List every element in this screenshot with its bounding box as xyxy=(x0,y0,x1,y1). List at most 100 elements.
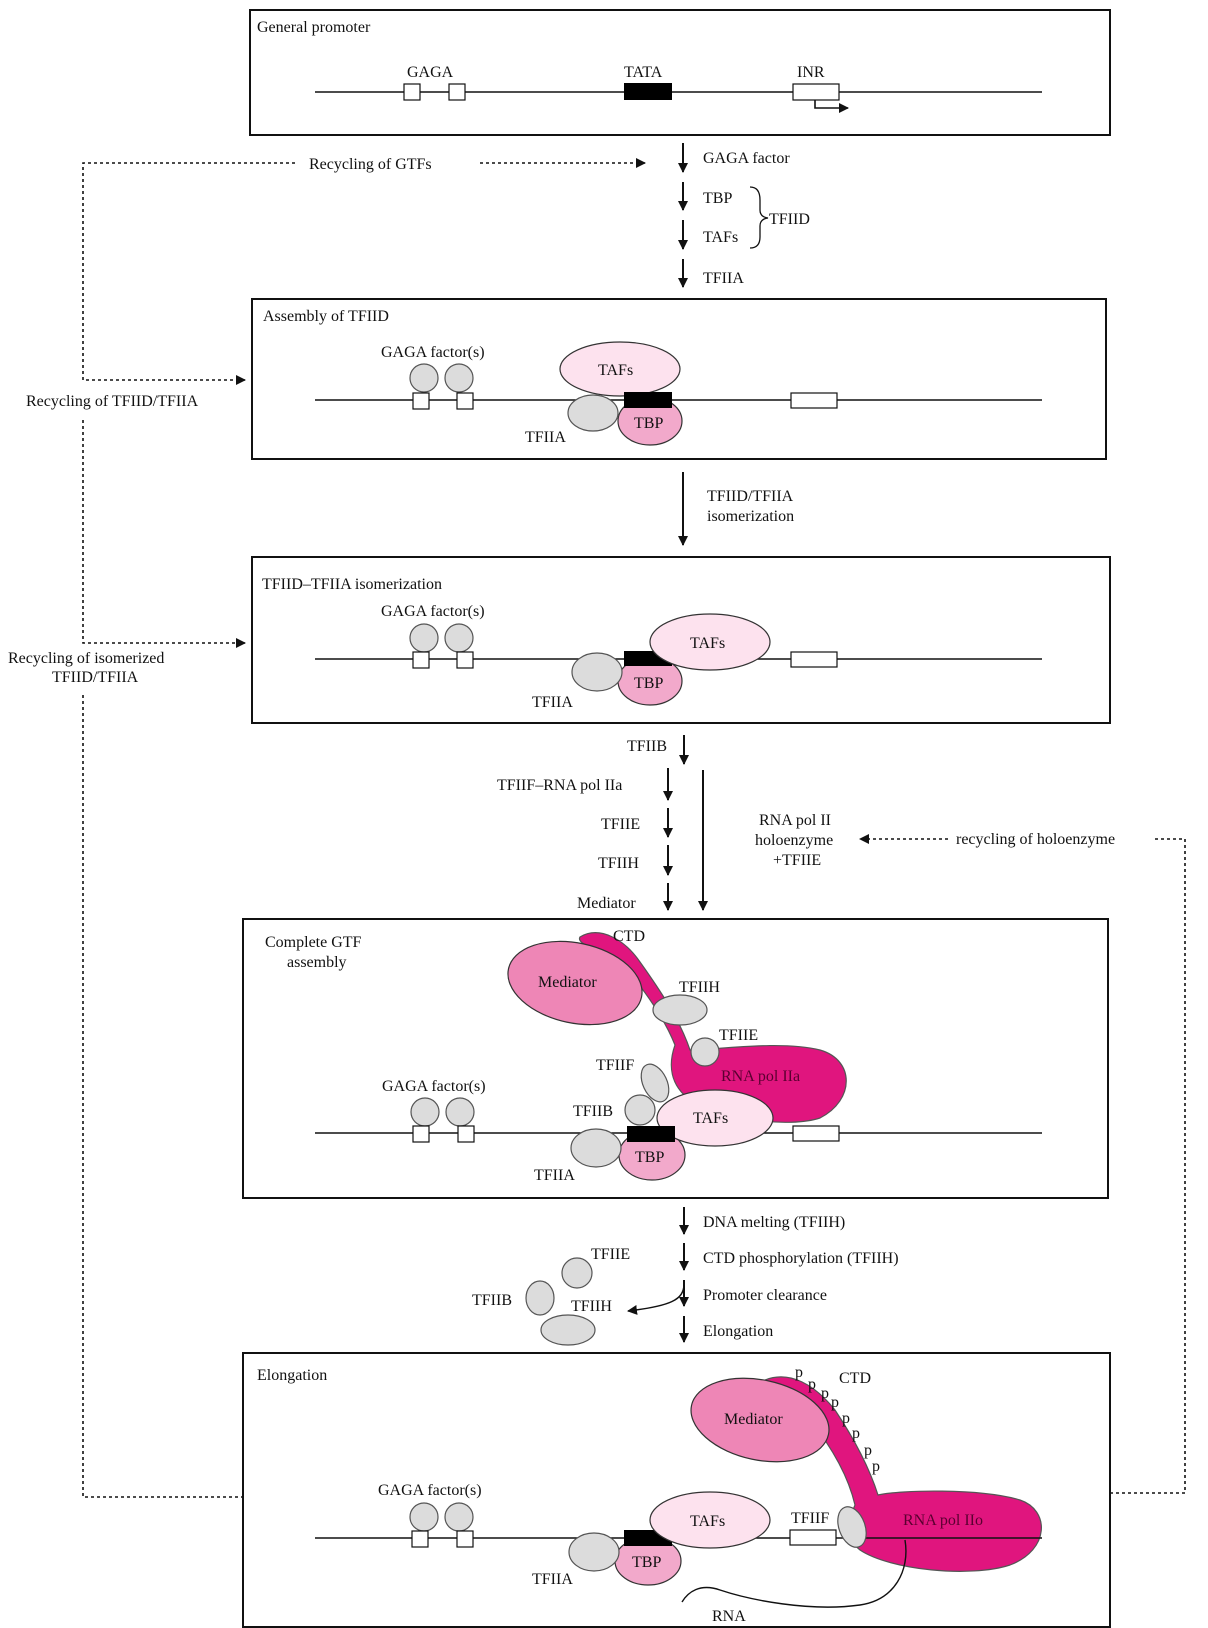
mediator-label: Mediator xyxy=(724,1411,783,1428)
recycling-gtfs-label: Recycling of GTFs xyxy=(309,156,432,173)
recycling-isomerized-label: TFIID/TFIIA xyxy=(52,669,139,686)
recycling-isomerized-label: Recycling of isomerized xyxy=(8,650,164,667)
recycling-gtfs-path xyxy=(82,162,295,385)
tata-label: TATA xyxy=(624,64,663,81)
tfiia-label: TFIIA xyxy=(525,429,566,446)
mediator-label: Mediator xyxy=(538,974,597,991)
step-gtf-assembly: TFIIB TFIIF–RNA pol IIa TFIIE TFIIH Medi… xyxy=(497,735,833,912)
tfiie-protein xyxy=(690,1037,720,1067)
gaga-factors-label: GAGA factor(s) xyxy=(378,1482,482,1499)
step-promoter-clearance: DNA melting (TFIIH) CTD phosphorylation … xyxy=(472,1207,899,1346)
rna-pol-label: RNA pol IIa xyxy=(721,1068,800,1085)
ctd-label: CTD xyxy=(613,928,645,945)
rna-transcript xyxy=(681,1539,907,1608)
gaga-factor xyxy=(444,363,474,393)
tfiia-protein xyxy=(568,1532,620,1572)
phospho-mark: p xyxy=(842,1410,850,1427)
tafs-label: TAFs xyxy=(598,362,633,379)
tafs-label: TAFs xyxy=(690,1513,725,1530)
released-tfiie-label: TFIIE xyxy=(591,1246,630,1263)
step-label-tfiie: TFIIE xyxy=(601,816,640,833)
recycling-holoenzyme-label: recycling of holoenzyme xyxy=(956,831,1115,848)
step-label-ctd-phos: CTD phosphorylation (TFIIH) xyxy=(703,1250,899,1267)
gaga-element xyxy=(456,1530,474,1548)
tata-box xyxy=(624,83,672,100)
gaga-element xyxy=(457,1125,475,1143)
tata-box xyxy=(624,392,672,408)
gaga-factor xyxy=(409,363,439,393)
recycling-paths: Recycling of GTFs Recycling of TFIID/TFI… xyxy=(8,156,1186,1498)
inr-element xyxy=(790,392,838,409)
panel-isomerization: TFIID–TFIIA isomerization GAGA factor(s)… xyxy=(251,556,1111,724)
released-tfiie xyxy=(561,1257,593,1289)
panel-general-promoter: General promoter GAGA TATA INR xyxy=(249,9,1111,136)
step-label: TFIID/TFIIA xyxy=(707,488,794,505)
recycling-holoenzyme-path xyxy=(1110,838,1186,1494)
tbp-label: TBP xyxy=(634,675,663,692)
rna-label: RNA xyxy=(712,1608,746,1625)
gaga-label: GAGA xyxy=(407,64,454,81)
tafs-complex xyxy=(656,1089,774,1147)
tfiia-label: TFIIA xyxy=(532,1571,573,1588)
released-tfiih xyxy=(540,1314,596,1346)
step-label-melting: DNA melting (TFIIH) xyxy=(703,1214,845,1231)
panel-title: Complete GTF xyxy=(265,934,362,951)
tfiih-protein xyxy=(652,994,708,1026)
tfiif-label: TFIIF xyxy=(791,1510,829,1527)
phospho-mark: p xyxy=(831,1394,839,1411)
phospho-mark: p xyxy=(872,1458,880,1475)
recycling-tfiid-path xyxy=(82,420,246,648)
panel-frame xyxy=(251,556,1111,724)
tata-box xyxy=(627,1126,675,1142)
step-label-elongation: Elongation xyxy=(703,1323,773,1340)
gaga-element xyxy=(456,651,474,669)
tbp-label: TBP xyxy=(635,1149,664,1166)
step-label-tbp: TBP xyxy=(703,190,732,207)
gaga-factors-label: GAGA factor(s) xyxy=(381,603,485,620)
step-label-tfiih: TFIIH xyxy=(598,855,639,872)
step-label-mediator: Mediator xyxy=(577,895,636,912)
tfiib-protein xyxy=(624,1094,656,1126)
panel-title: TFIID–TFIIA isomerization xyxy=(262,576,442,593)
step-label-clearance: Promoter clearance xyxy=(703,1287,827,1304)
tfiia-protein xyxy=(567,394,619,432)
gtf-release-arrow xyxy=(627,1283,685,1315)
inr-element xyxy=(790,651,838,668)
phospho-mark: p xyxy=(795,1364,803,1381)
mediator-complex xyxy=(507,940,643,1026)
recycling-isomerized-path xyxy=(82,695,243,1498)
gaga-factor xyxy=(444,623,474,653)
tafs-label: TAFs xyxy=(693,1110,728,1127)
step-label-gaga-factor: GAGA factor xyxy=(703,150,790,167)
holoenzyme-label: holoenzyme xyxy=(755,832,833,849)
step-isomerization: TFIID/TFIIA isomerization xyxy=(678,472,794,546)
rna-pol-iia xyxy=(578,932,847,1123)
tfiia-label: TFIIA xyxy=(532,694,573,711)
panel-title: Elongation xyxy=(257,1367,327,1384)
panel-elongation: Elongation Mediator CTD p p p p p p p p … xyxy=(242,1352,1111,1628)
panel-complete-gtf-assembly: Complete GTF assembly CTD Mediator TFIIH… xyxy=(242,918,1109,1199)
mediator-complex xyxy=(690,1377,830,1463)
panel-title: assembly xyxy=(287,954,347,971)
panel-frame xyxy=(251,298,1107,460)
gaga-element xyxy=(412,392,430,410)
step-label: isomerization xyxy=(707,508,794,525)
panel-frame xyxy=(242,918,1109,1199)
step-label-tfiia: TFIIA xyxy=(703,270,744,287)
gaga-element xyxy=(403,83,421,101)
step-label-tfiif-pol: TFIIF–RNA pol IIa xyxy=(497,777,622,794)
step-label-tfiib: TFIIB xyxy=(627,738,667,755)
phospho-mark: p xyxy=(852,1425,860,1442)
gaga-factors-label: GAGA factor(s) xyxy=(382,1078,486,1095)
gaga-element xyxy=(412,651,430,669)
inr-element xyxy=(789,1529,837,1546)
tfiid-label: TFIID xyxy=(769,211,810,228)
released-tfiib-label: TFIIB xyxy=(472,1292,512,1309)
tfiid-brace xyxy=(749,186,769,249)
phospho-mark: p xyxy=(821,1385,829,1402)
recycling-tfiid-label: Recycling of TFIID/TFIIA xyxy=(26,393,199,410)
holoenzyme-label: RNA pol II xyxy=(759,812,831,829)
inr-element xyxy=(792,1125,840,1142)
gaga-factor xyxy=(409,623,439,653)
